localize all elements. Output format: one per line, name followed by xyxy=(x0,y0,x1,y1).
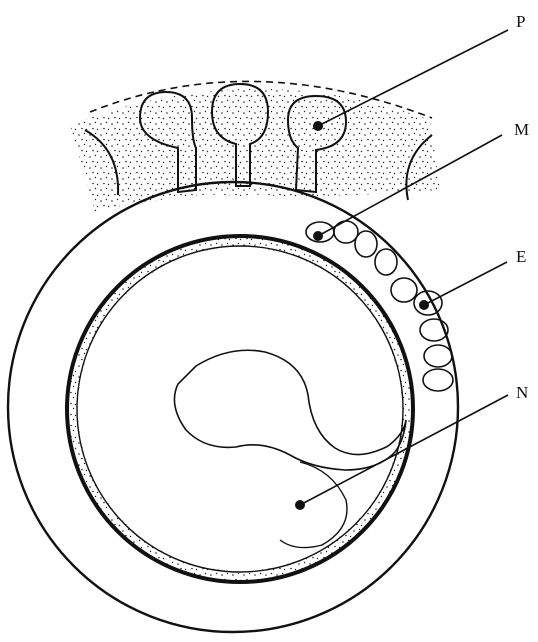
label-m: M xyxy=(514,120,529,139)
dot-e xyxy=(419,300,429,310)
leader-e xyxy=(424,262,507,305)
outer-stippled-cap xyxy=(70,81,440,212)
label-p: P xyxy=(516,12,525,31)
label-n: N xyxy=(516,383,528,402)
dot-n xyxy=(295,500,305,510)
vacuole xyxy=(78,247,402,571)
label-e: E xyxy=(516,247,526,266)
dot-m xyxy=(313,231,323,241)
dot-p xyxy=(313,121,323,131)
